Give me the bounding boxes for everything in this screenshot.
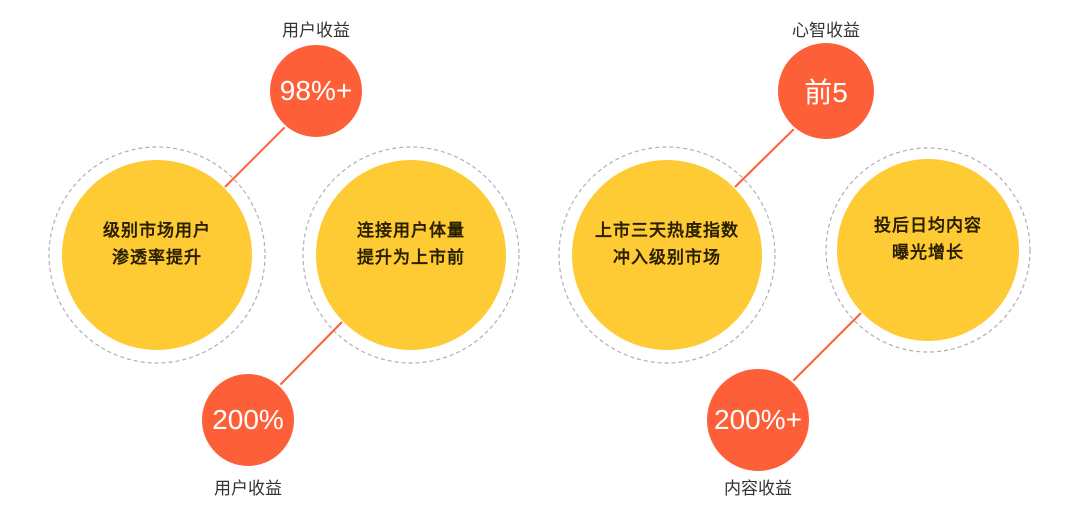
text-line: 投后日均内容 — [874, 216, 982, 236]
top-label: 用户收益 — [282, 21, 350, 41]
text-line: 级别市场用户 — [103, 221, 211, 241]
dashed-ring — [825, 147, 1031, 353]
top-value-circle: 前5 — [776, 41, 876, 141]
left-text-circle: 上市三天热度指数冲入级别市场 — [572, 160, 762, 350]
dashed-ring — [558, 146, 776, 364]
text-line: 连接用户体量 — [357, 221, 465, 241]
connector-line — [734, 125, 798, 188]
left-text-circle: 级别市场用户渗透率提升 — [62, 160, 252, 350]
right-text-circle: 投后日均内容曝光增长 — [837, 159, 1019, 341]
text-line: 曝光增长 — [892, 243, 964, 263]
bottom-label: 用户收益 — [214, 479, 282, 499]
top-label: 心智收益 — [792, 21, 860, 41]
bottom-value-circle: 200%+ — [705, 367, 811, 473]
connector-line — [224, 121, 291, 188]
dashed-ring — [48, 146, 266, 364]
text-line: 渗透率提升 — [112, 248, 202, 268]
bottom-value-circle: 200% — [200, 372, 296, 468]
text-line: 上市三天热度指数 — [595, 221, 739, 241]
text-line: 提升为上市前 — [357, 248, 465, 268]
right-text-circle: 连接用户体量提升为上市前 — [316, 160, 506, 350]
bottom-label: 内容收益 — [724, 479, 792, 499]
dashed-ring — [302, 146, 520, 364]
top-value-circle: 98%+ — [268, 43, 364, 139]
text-line: 冲入级别市场 — [613, 248, 721, 268]
connector-line — [789, 312, 862, 385]
connector-line — [279, 321, 343, 386]
